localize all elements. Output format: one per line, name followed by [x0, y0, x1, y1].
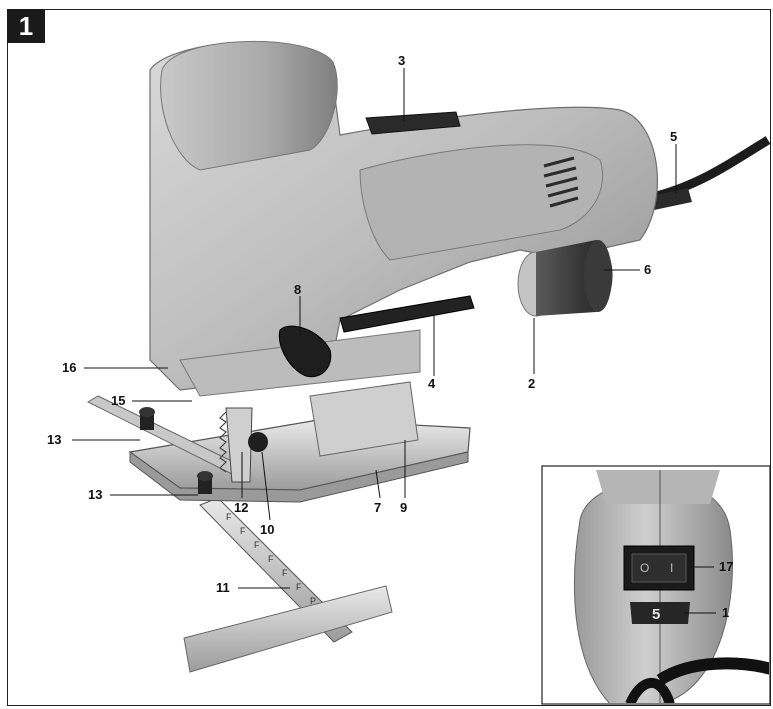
callout-7: 7	[374, 500, 382, 515]
leader-lines	[72, 68, 677, 589]
guide-scale-mark: F	[296, 582, 302, 592]
callout-13-front: 13	[88, 487, 103, 502]
figure-number-badge: 1	[7, 9, 45, 43]
callout-12: 12	[234, 500, 249, 515]
guide-fence	[183, 585, 393, 673]
side-panel	[359, 144, 604, 261]
base-plate-side	[129, 451, 469, 503]
base-plate	[128, 419, 471, 491]
guide-scale-mark: F	[226, 512, 232, 522]
callout-3: 3	[398, 53, 406, 68]
callout-4: 4	[428, 376, 436, 391]
guide-scale-mark: F	[254, 540, 260, 550]
switch-detail-inset: O I 5	[541, 465, 771, 705]
callout-10: 10	[260, 522, 275, 537]
callout-16: 16	[62, 360, 77, 375]
on-off-switch	[365, 111, 461, 135]
callout-2: 2	[528, 376, 536, 391]
guide-scale-mark: F	[268, 554, 274, 564]
callout-6: 6	[644, 262, 652, 277]
guide-scale-marks: F F F F F F P	[226, 512, 316, 606]
callout-11: 11	[216, 580, 230, 595]
blade-teeth	[219, 411, 227, 473]
clamping-screw-rear	[139, 407, 155, 430]
guide-scale-mark: F	[240, 526, 246, 536]
pendulum-lever	[278, 325, 332, 378]
callout-8: 8	[294, 282, 302, 297]
clamping-screw-front	[197, 471, 213, 494]
callout-9: 9	[400, 500, 408, 515]
bevel-bracket	[309, 381, 419, 457]
ventilation-slots	[543, 156, 579, 208]
callout-15: 15	[111, 393, 126, 408]
saw-blade	[225, 407, 253, 483]
callout-13-rear: 13	[47, 432, 62, 447]
inset-switch-mark-on: I	[670, 561, 673, 575]
callout-5: 5	[670, 129, 678, 144]
tool-holder-lever	[339, 295, 475, 333]
power-cord	[639, 136, 771, 205]
handle-grip	[160, 40, 338, 171]
callout-1: 1	[722, 605, 730, 620]
inset-speed-dial	[630, 602, 690, 624]
inset-switch-mark-off: O	[640, 561, 649, 575]
guide-roller	[248, 432, 268, 452]
guide-scale-mark: P	[310, 596, 316, 606]
inset-speed-value: 5	[652, 606, 660, 623]
callout-17: 17	[719, 559, 734, 574]
guide-scale-mark: F	[282, 568, 288, 578]
